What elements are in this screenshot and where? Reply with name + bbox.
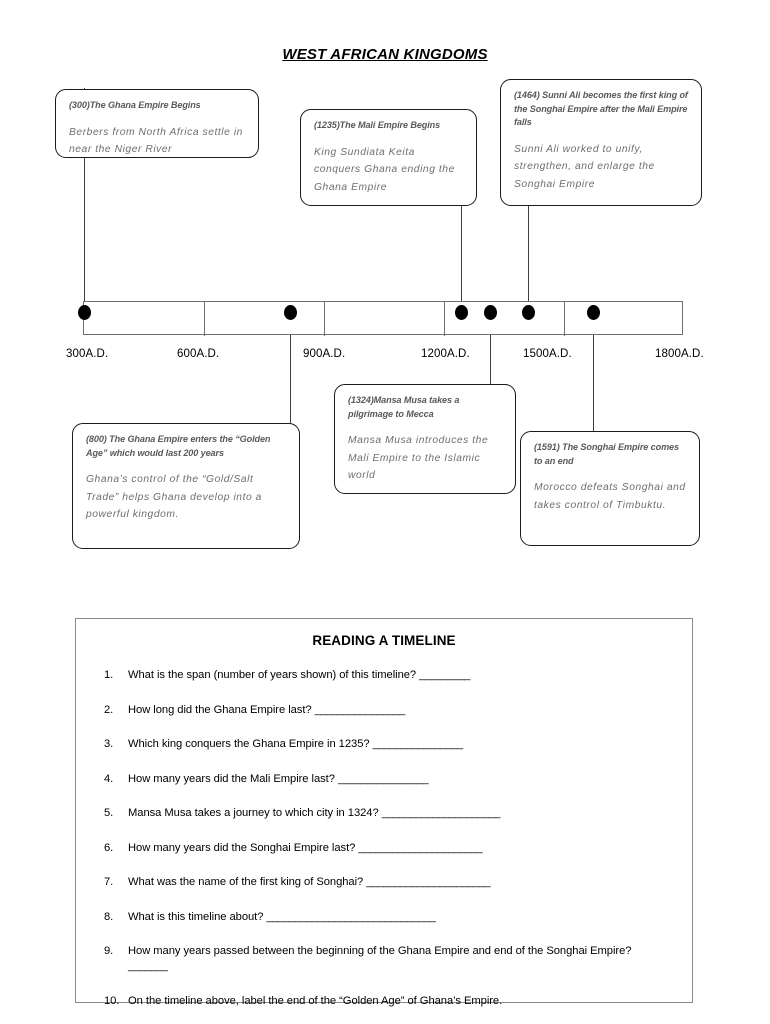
tick-label-300: 300A.D. bbox=[66, 348, 109, 360]
answer-blank[interactable]: ________________ bbox=[337, 772, 429, 785]
callout-body: King Sundiata Keita conquers Ghana endin… bbox=[314, 146, 455, 193]
question-number: 10. bbox=[104, 994, 120, 1007]
question-prompt: Which king conquers the Ghana Empire in … bbox=[128, 738, 373, 750]
tick-label-900: 900A.D. bbox=[303, 348, 346, 360]
answer-blank[interactable]: ______________________________ bbox=[266, 910, 436, 923]
timeline-dot-800 bbox=[284, 305, 297, 320]
question-prompt: Mansa Musa takes a journey to which city… bbox=[128, 807, 382, 819]
callout-body: Berbers from North Africa settle in near… bbox=[69, 126, 243, 156]
answer-blank[interactable]: ________________ bbox=[372, 738, 464, 750]
answer-blank[interactable]: _________ bbox=[419, 669, 470, 681]
page-title: WEST AFRICAN KINGDOMS bbox=[282, 46, 488, 63]
tick-label-1200: 1200A.D. bbox=[421, 348, 470, 360]
question-text: Which king conquers the Ghana Empire in … bbox=[128, 737, 668, 752]
question-number: 4. bbox=[104, 772, 114, 785]
question-item: 9. How many years passed between the beg… bbox=[104, 944, 668, 974]
question-number: 3. bbox=[104, 738, 114, 750]
question-prompt: How many years did the Mali Empire last? bbox=[128, 772, 338, 785]
connector-line-mansa-musa bbox=[490, 312, 492, 384]
question-item: 1. What is the span (number of years sho… bbox=[104, 668, 668, 683]
question-number: 1. bbox=[104, 669, 114, 681]
callout-sunni-ali: (1464) Sunni Ali becomes the first king … bbox=[500, 79, 702, 206]
callout-body: Morocco defeats Songhai and takes contro… bbox=[534, 482, 686, 511]
question-item: 2. How long did the Ghana Empire last? _… bbox=[104, 703, 668, 718]
tick-label-600: 600A.D. bbox=[177, 348, 220, 360]
question-item: 4. How many years did the Mali Empire la… bbox=[104, 772, 668, 787]
answer-blank[interactable]: ______________________ bbox=[358, 841, 483, 854]
connector-line-ghana-begins bbox=[84, 88, 86, 310]
answer-blank[interactable]: ______________________ bbox=[366, 876, 490, 888]
timeline-dot-300 bbox=[78, 305, 91, 320]
callout-body: Sunni Ali worked to unify, strengthen, a… bbox=[514, 143, 655, 190]
callout-head: (1235)The Mali Empire Begins bbox=[314, 120, 441, 130]
callout-golden-age: (800) The Ghana Empire enters the “Golde… bbox=[72, 423, 300, 549]
question-number: 6. bbox=[104, 841, 114, 854]
answer-blank[interactable]: _______ bbox=[128, 960, 168, 972]
questions-panel: READING A TIMELINE 1. What is the span (… bbox=[75, 618, 693, 1007]
timeline-bar bbox=[83, 301, 683, 336]
question-number: 9. bbox=[104, 945, 114, 957]
answer-blank[interactable]: _____________________ bbox=[381, 807, 501, 819]
question-prompt: On the timeline above, label the end of … bbox=[128, 994, 503, 1007]
callout-head: (1324)Mansa Musa takes a pilgrimage to M… bbox=[348, 395, 460, 419]
question-text: Mansa Musa takes a journey to which city… bbox=[128, 806, 668, 821]
question-item: 3. Which king conquers the Ghana Empire … bbox=[104, 737, 668, 752]
tick-label-1800: 1800A.D. bbox=[655, 348, 704, 360]
timeline-divider-600 bbox=[204, 302, 206, 336]
timeline-dot-1324 bbox=[484, 305, 497, 320]
question-item: 8. What is this timeline about? ________… bbox=[104, 910, 668, 925]
timeline-dot-1235 bbox=[455, 305, 468, 320]
question-number: 7. bbox=[104, 876, 114, 888]
question-text: What is this timeline about? ___________… bbox=[128, 910, 668, 925]
question-number: 5. bbox=[104, 807, 114, 819]
questions-list: 1. What is the span (number of years sho… bbox=[76, 668, 692, 1009]
timeline-divider-900 bbox=[324, 302, 326, 336]
callout-ghana-begins: (300)The Ghana Empire Begins Berbers fro… bbox=[55, 89, 259, 158]
tick-label-1500: 1500A.D. bbox=[523, 348, 572, 360]
question-text: How many years did the Songhai Empire la… bbox=[128, 841, 668, 856]
question-prompt: How many years passed between the beginn… bbox=[128, 945, 632, 957]
connector-line-golden-age bbox=[290, 312, 292, 424]
callout-head: (300)The Ghana Empire Begins bbox=[69, 100, 201, 110]
timeline-dot-1464 bbox=[522, 305, 535, 320]
question-prompt: What is this timeline about? bbox=[128, 910, 267, 923]
callout-head: (1591) The Songhai Empire comes to an en… bbox=[534, 442, 679, 466]
callout-head: (1464) Sunni Ali becomes the first king … bbox=[514, 90, 688, 127]
question-item: 5. Mansa Musa takes a journey to which c… bbox=[104, 806, 668, 821]
connector-line-mali-begins bbox=[461, 205, 463, 310]
callout-mali-begins: (1235)The Mali Empire Begins King Sundia… bbox=[300, 109, 477, 206]
questions-title: READING A TIMELINE bbox=[312, 633, 456, 648]
timeline-divider-1500 bbox=[564, 302, 566, 336]
callout-head: (800) The Ghana Empire enters the “Golde… bbox=[86, 434, 271, 458]
timeline-divider-1200 bbox=[444, 302, 446, 336]
question-item: 6. How many years did the Songhai Empire… bbox=[104, 841, 668, 856]
question-prompt: How many years did the Songhai Empire la… bbox=[128, 841, 359, 854]
callout-mansa-musa: (1324)Mansa Musa takes a pilgrimage to M… bbox=[334, 384, 516, 494]
callout-body: Mansa Musa introduces the Mali Empire to… bbox=[348, 435, 489, 481]
connector-line-songhai-end bbox=[593, 312, 595, 432]
connector-line-sunni-ali bbox=[528, 205, 530, 310]
question-prompt: What was the name of the first king of S… bbox=[128, 876, 367, 888]
timeline-dot-1591 bbox=[587, 305, 600, 320]
question-text: On the timeline above, label the end of … bbox=[128, 994, 668, 1009]
callout-songhai-end: (1591) The Songhai Empire comes to an en… bbox=[520, 431, 700, 546]
question-prompt: How long did the Ghana Empire last? bbox=[128, 703, 315, 716]
question-item: 7. What was the name of the first king o… bbox=[104, 875, 668, 890]
question-text: How many years passed between the beginn… bbox=[128, 944, 668, 974]
answer-blank[interactable]: ________________ bbox=[314, 703, 406, 716]
question-prompt: What is the span (number of years shown)… bbox=[128, 669, 420, 681]
question-number: 8. bbox=[104, 910, 114, 923]
question-item: 10. On the timeline above, label the end… bbox=[104, 994, 668, 1009]
question-number: 2. bbox=[104, 703, 114, 716]
callout-body: Ghana’s control of the “Gold/Salt Trade”… bbox=[86, 474, 262, 520]
question-text: What is the span (number of years shown)… bbox=[128, 668, 668, 683]
question-text: How many years did the Mali Empire last?… bbox=[128, 772, 668, 787]
question-text: How long did the Ghana Empire last? ____… bbox=[128, 703, 668, 718]
question-text: What was the name of the first king of S… bbox=[128, 875, 668, 890]
